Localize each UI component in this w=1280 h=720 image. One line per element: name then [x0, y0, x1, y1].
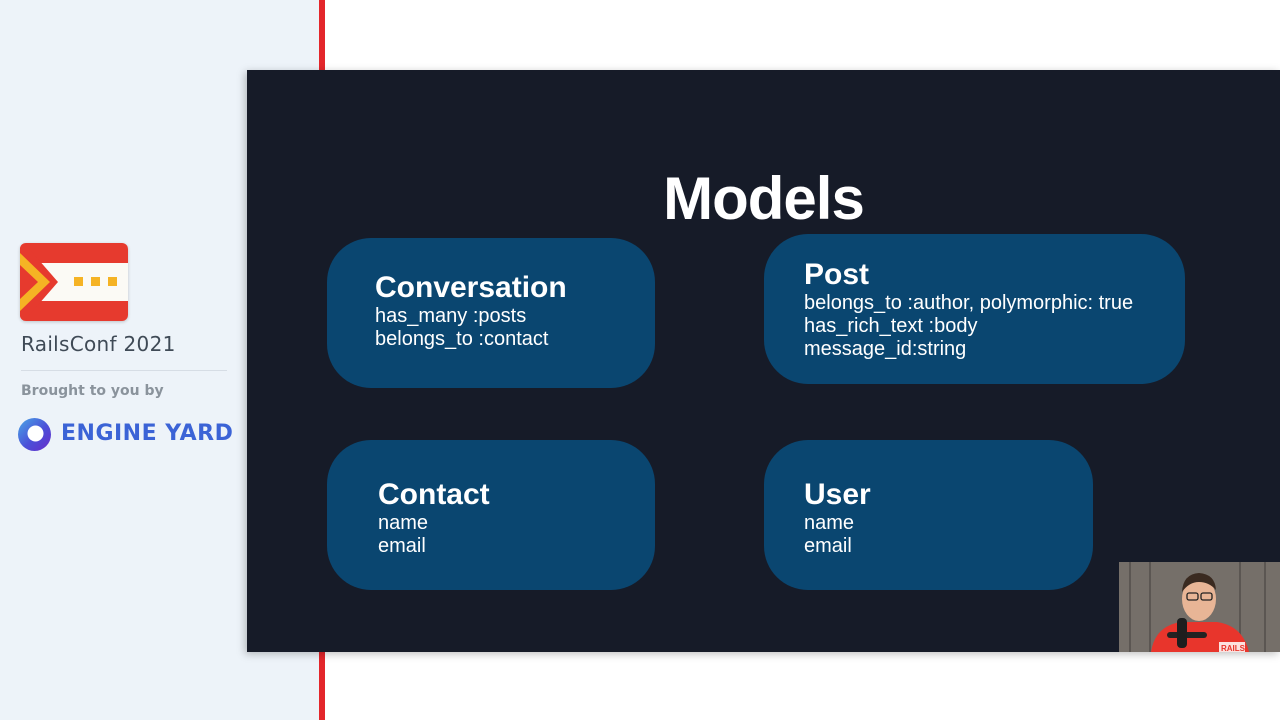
presenter-webcam: RAILS [1119, 562, 1280, 652]
railsconf-logo-icon [20, 243, 128, 321]
slide-title: Models [663, 165, 865, 232]
model-card-user: User name email [764, 440, 1093, 590]
conference-name: RailsConf 2021 [21, 332, 176, 356]
sidebar-divider [21, 370, 227, 371]
model-card-contact: Contact name email [327, 440, 655, 590]
model-attribute: name [804, 512, 855, 534]
model-card-conversation: Conversation has_many :posts belongs_to … [327, 238, 655, 388]
presentation-slide: Models Conversation has_many :posts belo… [247, 70, 1280, 652]
sponsor-name: ENGINE YARD [61, 421, 234, 446]
brought-by-label: Brought to you by [21, 383, 164, 399]
model-attribute: email [378, 535, 426, 557]
model-attribute: has_many :posts [375, 305, 527, 327]
model-attribute: name [378, 512, 429, 534]
model-attribute: message_id:string [804, 338, 967, 360]
engine-yard-logo-icon [18, 418, 51, 451]
model-name: User [804, 478, 871, 511]
model-attribute: belongs_to :author, polymorphic: true [804, 292, 1134, 314]
model-name: Conversation [375, 271, 567, 304]
model-attribute: belongs_to :contact [375, 328, 549, 350]
model-attribute: has_rich_text :body [804, 315, 978, 337]
model-card-post: Post belongs_to :author, polymorphic: tr… [764, 234, 1185, 384]
presenter-shirt-text: RAILS [1221, 644, 1246, 652]
model-name: Contact [378, 478, 490, 511]
model-name: Post [804, 258, 870, 291]
model-attribute: email [804, 535, 852, 557]
